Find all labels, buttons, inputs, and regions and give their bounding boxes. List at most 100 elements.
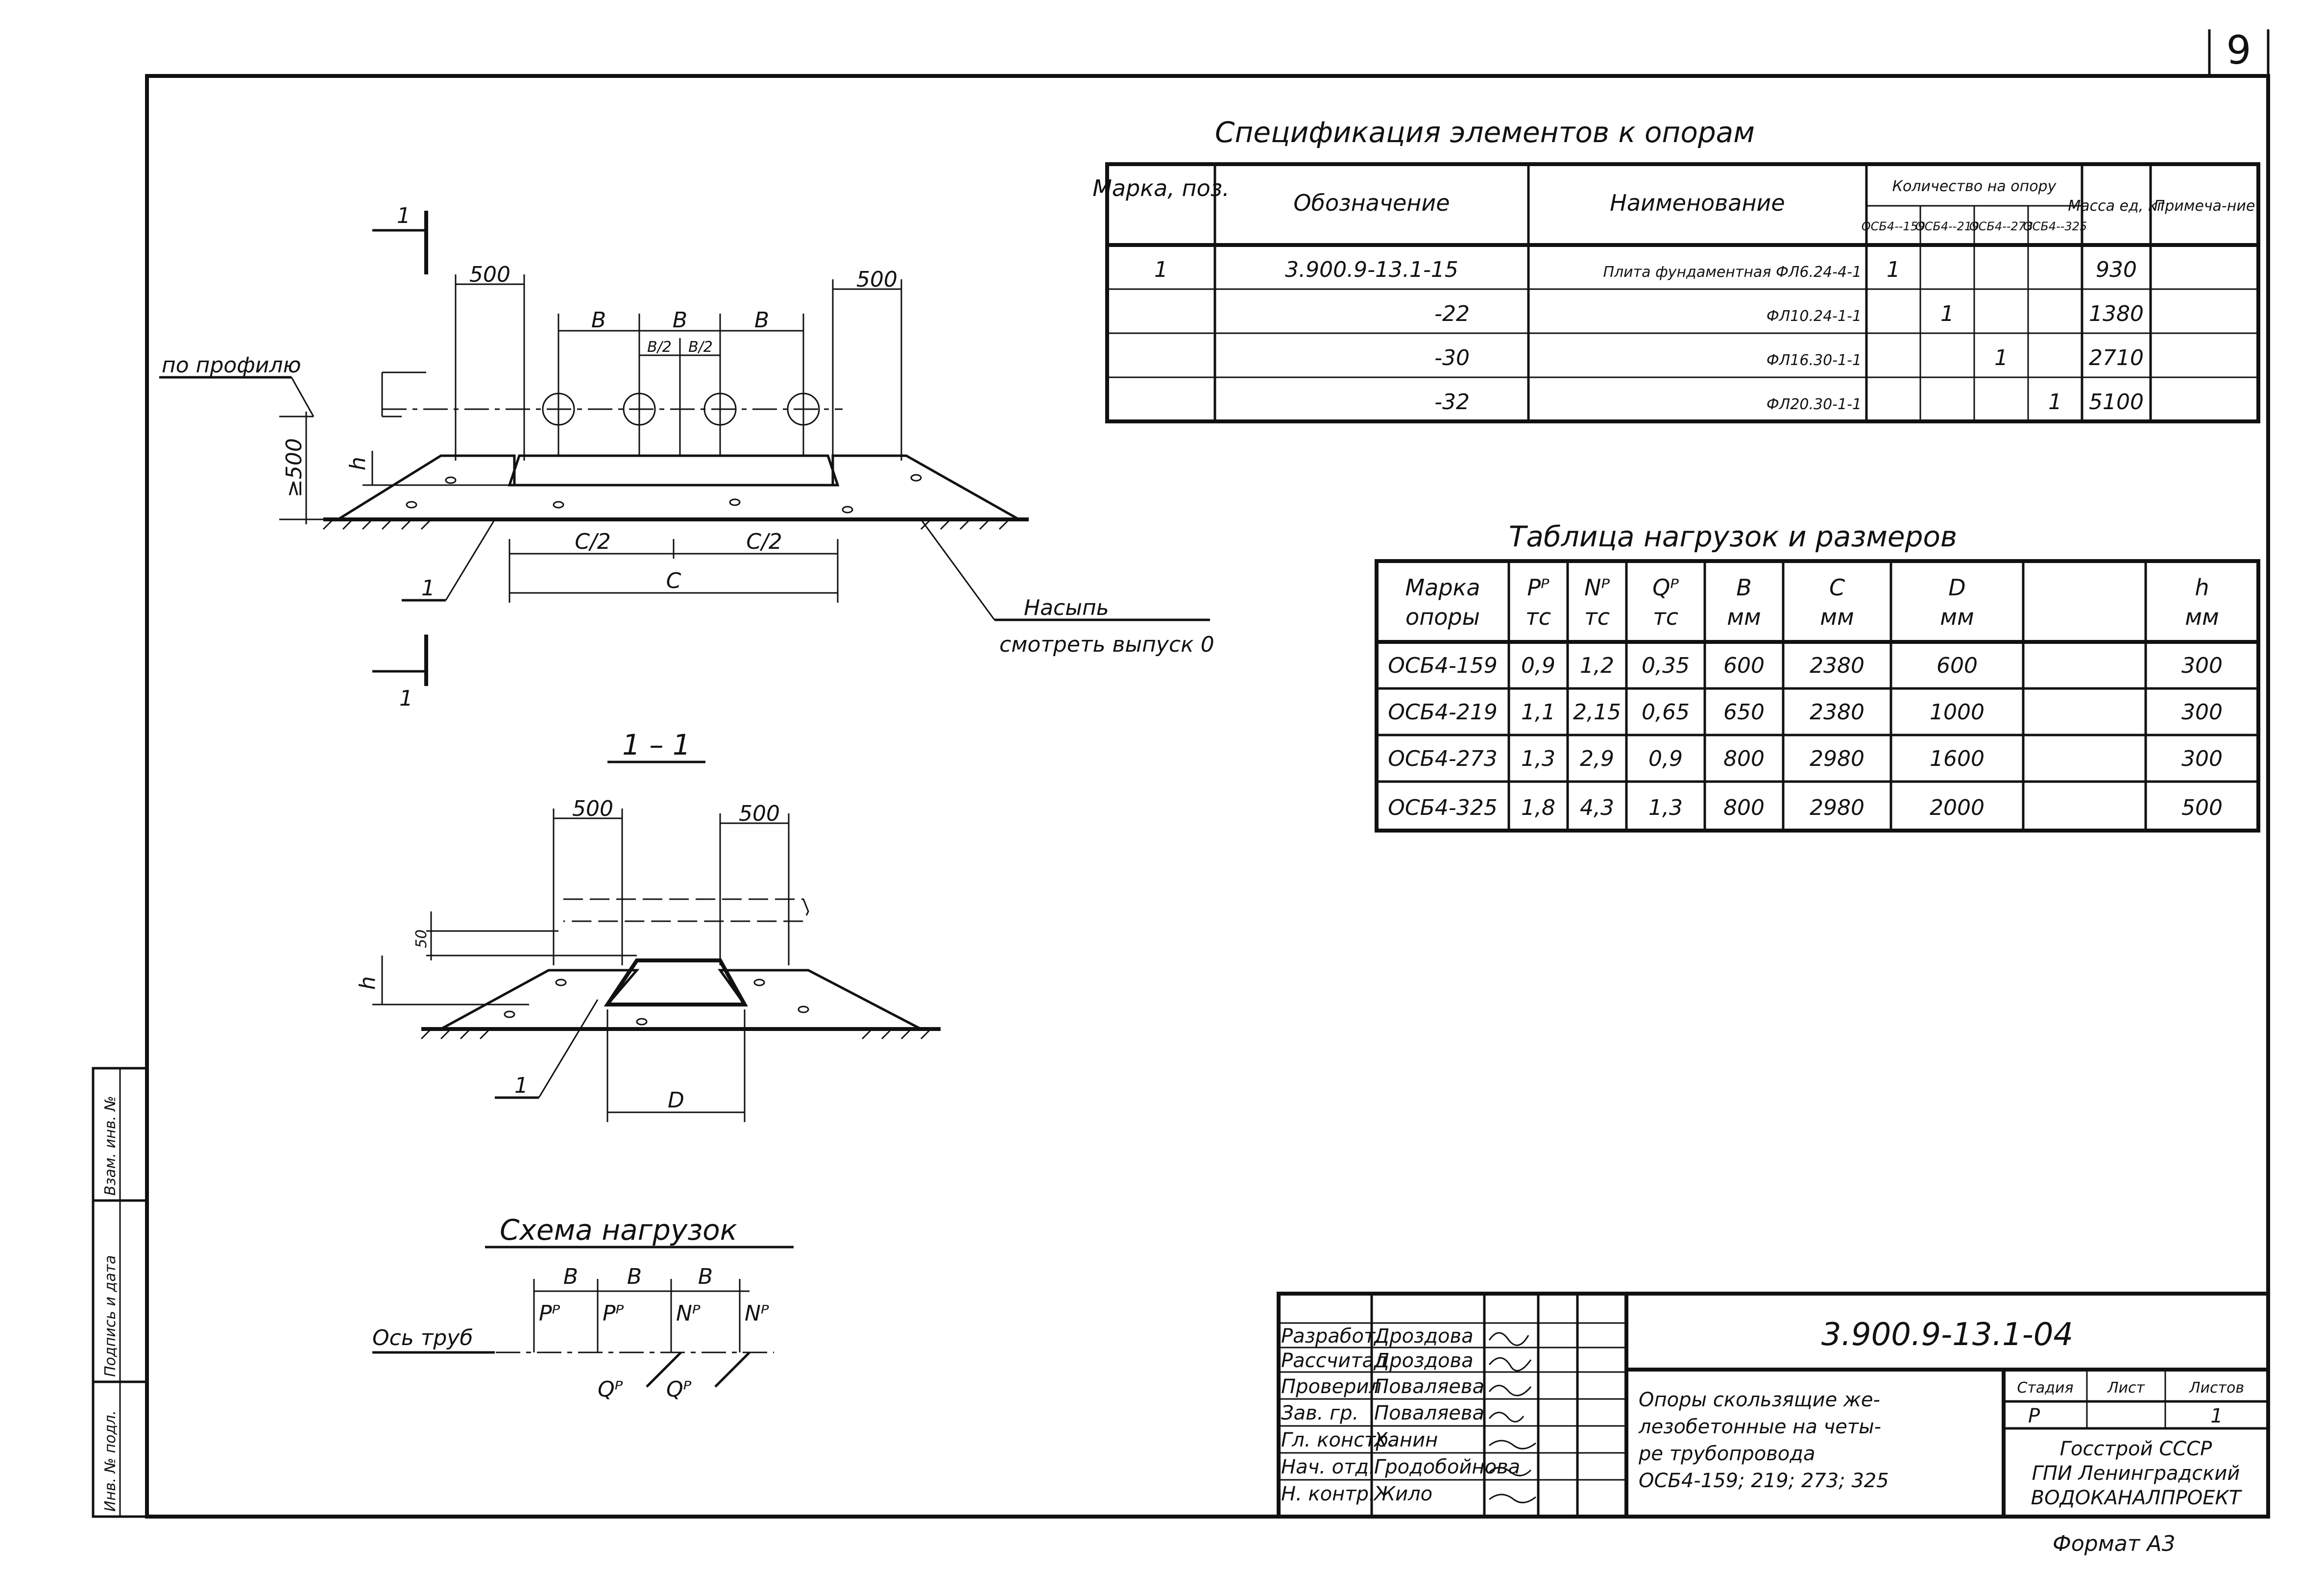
loads-row: ОСБ4-219 1,1 2,15 0,65 650 2380 1000 300 [1388,700,2223,725]
loads-header-top: B [1736,574,1752,601]
dim-B2-left: B/2 [647,339,672,356]
loads-cell: 2980 [1810,746,1864,771]
spec-cell-mass: 1380 [2089,301,2144,326]
role-group-head: Зав. гр. [1281,1402,1358,1424]
description-line-2: лезобетонные на четы- [1638,1416,1881,1438]
spec-row: -22 ФЛ10.24-1-1 1 1380 [1434,301,2144,326]
description-line-4: ОСБ4-159; 219; 273; 325 [1639,1470,1889,1492]
role-norm-control: Н. контр. [1281,1483,1375,1505]
loads-cell: ОСБ4-273 [1388,746,1497,771]
loads-table: Таблица нагрузок и размеров Марка опоры … [1375,520,2260,833]
spec-header-note: Примеча-ние [2154,197,2255,215]
loads-header-top: Марка [1405,574,1480,601]
section-1-1-view: 1 – 1 500 500 50 h [355,728,941,1122]
loads-cell: ОСБ4-325 [1388,795,1497,820]
page-number: 9 [2227,27,2251,73]
org-line-3: ВОДОКАНАЛПРОЕКТ [2031,1487,2243,1509]
loads-cell: 0,35 [1642,653,1690,678]
loads-cell: ОСБ4-219 [1388,700,1497,725]
section-title: 1 – 1 [622,728,691,761]
dim-500-left: 500 [469,262,510,287]
name-calculated: Дроздова [1373,1349,1474,1372]
loads-row: ОСБ4-273 1,3 2,9 0,9 800 2980 1600 300 [1388,746,2223,771]
spec-title: Спецификация элементов к опорам [1215,116,1755,149]
aggregate-dots [406,474,922,514]
loads-cell: 300 [2181,653,2223,678]
support-elevation-view: 1 1 500 500 B B B B/2 B/2 по профил [159,203,1214,711]
format-label: Формат А3 [2053,1531,2176,1556]
spec-header-mark: Марка, поз. [1092,175,1230,201]
loads-header-top: h [2195,574,2209,601]
side-stamp-sign: Подпись и дата [102,1255,119,1377]
loads-row: ОСБ4-325 1,8 4,3 1,3 800 2980 2000 500 [1388,795,2223,820]
dim-B-3: B [754,308,769,333]
dim-h-1: h [345,457,370,470]
by-profile-label: по профилю [162,353,301,378]
loads-cell: 800 [1723,795,1765,820]
name-norm-control: Жило [1373,1483,1432,1505]
loads-header-bottom: тс [1584,604,1610,630]
foundation-slab-section [604,958,748,1006]
spec-header-qty-1: ОСБ4--159 [1862,220,1926,233]
fill-reference: смотреть выпуск 0 [999,632,1214,657]
scheme-title: Схема нагрузок [500,1213,737,1247]
spec-cell-q3: 1 [1994,345,2008,370]
loads-header-bottom: мм [1940,604,1974,630]
pipe-3 [703,392,737,426]
dim-B-1: B [591,308,606,333]
loads-header-bottom: опоры [1405,604,1480,630]
spec-cell-name: ФЛ20.30-1-1 [1767,396,1862,413]
loads-cell: 300 [2181,746,2223,771]
stage-value: Р [2028,1405,2040,1427]
loads-cell: 0,9 [1648,746,1683,771]
spec-header-qty: Количество на опору [1892,178,2057,195]
loads-header-bottom: мм [1820,604,1854,630]
name-chief-designer: Ханин [1373,1429,1438,1451]
section-mark-top: 1 [397,203,411,228]
load-scheme: Схема нагрузок B B B Ось труб Pᴾ Pᴾ Nᴾ N… [372,1213,794,1402]
sheet-frame: 9 [145,27,2270,1519]
description-line-3: ре трубопровода [1638,1443,1815,1465]
position-1-section-label: 1 [514,1073,528,1098]
spec-cell-mass: 930 [2096,257,2137,282]
dim-50: 50 [413,930,430,948]
loads-cell: 1,8 [1521,795,1555,820]
spec-cell-q2: 1 [1940,301,1954,326]
role-checked: Проверил [1281,1375,1381,1398]
dim-ge500: ≥500 [282,438,307,497]
sheets-value: 1 [2210,1405,2223,1427]
loads-cell: 300 [2181,700,2223,725]
loads-cell: 0,9 [1521,653,1555,678]
spec-header-designation: Обозначение [1293,190,1450,216]
role-chief-designer: Гл. констр. [1281,1429,1394,1451]
loads-cell: 2000 [1930,795,1985,820]
scheme-dim-B-3: B [698,1264,713,1289]
embankment-section [440,969,922,1030]
dim-h-2: h [355,976,380,990]
scheme-dim-B-2: B [627,1264,642,1289]
spec-cell-name: ФЛ10.24-1-1 [1767,308,1862,325]
spec-cell-q1: 1 [1887,257,1900,282]
role-developer: Разработ. [1281,1325,1381,1348]
loads-header-top: Pᴾ [1527,574,1549,601]
org-line-2: ГПИ Ленинградский [2032,1462,2240,1485]
spec-cell-mass: 2710 [2089,345,2144,370]
side-stamp: Инв. № подл. Подпись и дата Взам. инв. № [92,1067,148,1518]
pipe-1 [542,392,575,426]
loads-cell: 4,3 [1580,795,1614,820]
scheme-N-1: Nᴾ [676,1301,701,1326]
loads-cell: 1,2 [1580,653,1614,678]
loads-cell: 2380 [1810,653,1864,678]
embankment [334,454,1024,521]
loads-header-bottom: тс [1525,604,1551,630]
spec-header-mass: Масса ед, кг [2068,197,2165,215]
loads-cell: ОСБ4-159 [1388,653,1497,678]
dim-D: D [668,1088,684,1113]
scheme-N-2: Nᴾ [745,1301,769,1326]
loads-header-bottom: мм [2185,604,2219,630]
role-calculated: Рассчитал [1281,1349,1387,1372]
spec-row: -32 ФЛ20.30-1-1 1 5100 [1434,390,2144,415]
spec-cell-q4: 1 [2048,390,2062,415]
pipe-4 [787,392,820,426]
